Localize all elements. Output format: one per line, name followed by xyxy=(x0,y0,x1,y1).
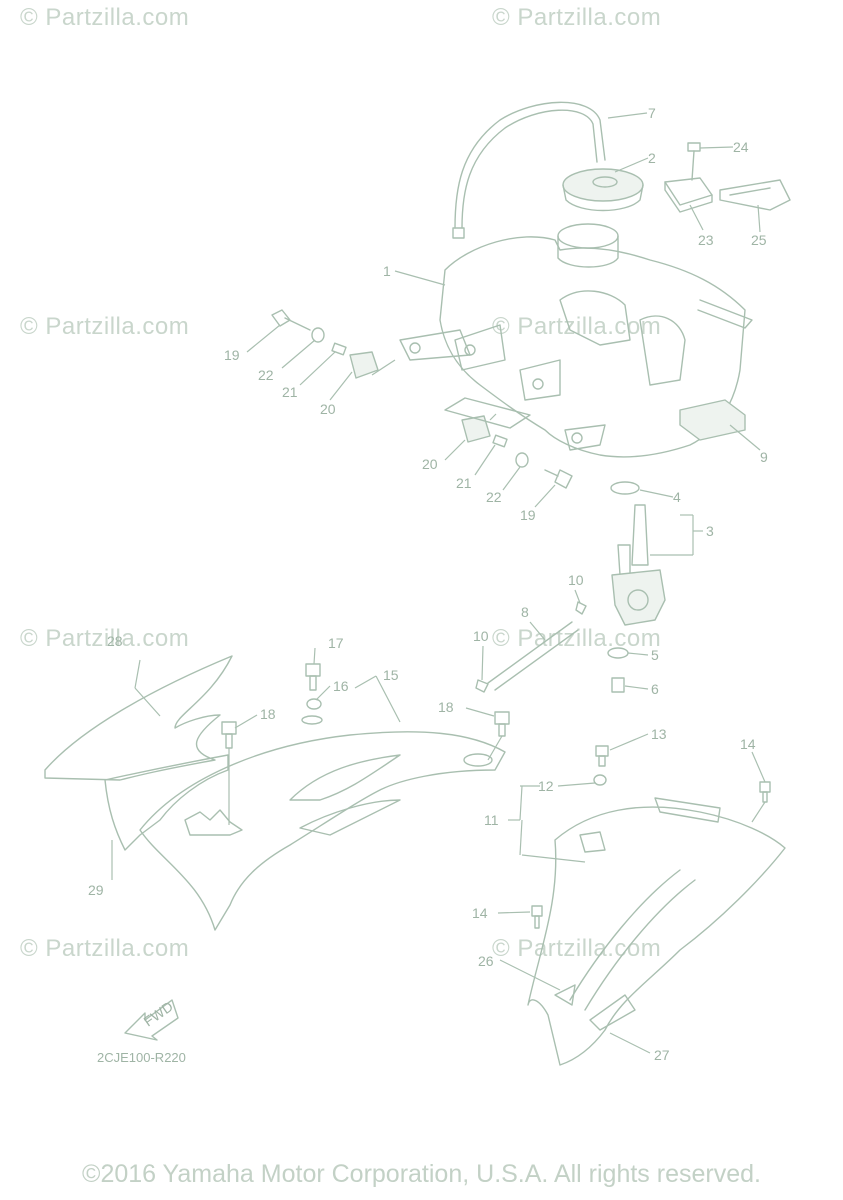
callout-22-lower: 22 xyxy=(486,489,502,505)
watermark-4: © Partzilla.com xyxy=(492,313,662,340)
part-washer-22-upper[interactable] xyxy=(311,327,325,343)
watermark-6: © Partzilla.com xyxy=(492,625,662,652)
part-bracket-23[interactable] xyxy=(664,177,713,213)
callout-20-upper: 20 xyxy=(320,401,336,417)
callout-15: 15 xyxy=(383,667,399,683)
part-collar-21-upper[interactable] xyxy=(331,342,347,356)
part-collar-12[interactable] xyxy=(593,774,607,786)
callout-3: 3 xyxy=(706,523,714,539)
callout-12: 12 xyxy=(538,778,554,794)
callout-26: 26 xyxy=(478,953,494,969)
callout-19-upper: 19 xyxy=(224,347,240,363)
callout-8: 8 xyxy=(521,604,529,620)
watermark-2: © Partzilla.com xyxy=(492,4,662,31)
part-oring-5[interactable] xyxy=(607,647,629,659)
callout-10-lower: 10 xyxy=(473,628,489,644)
callout-24: 24 xyxy=(733,139,749,155)
part-fuel-cock[interactable] xyxy=(611,504,666,626)
callout-11: 11 xyxy=(484,812,499,828)
part-clip-10-upper[interactable] xyxy=(575,601,587,615)
callout-21-lower: 21 xyxy=(456,475,472,491)
part-collar-21-lower[interactable] xyxy=(492,434,508,448)
callout-7: 7 xyxy=(648,105,656,121)
part-graphic-28[interactable] xyxy=(44,655,233,781)
part-screw-6[interactable] xyxy=(611,677,625,693)
watermark-5: © Partzilla.com xyxy=(20,625,190,652)
callout-9: 9 xyxy=(760,449,768,465)
callout-5: 5 xyxy=(651,647,659,663)
part-bracket-25[interactable] xyxy=(719,179,791,211)
part-clip-10-lower[interactable] xyxy=(475,679,489,693)
callout-27: 27 xyxy=(654,1047,670,1063)
leader-lines xyxy=(111,112,766,1054)
part-fuel-hose[interactable] xyxy=(487,621,579,691)
part-side-cover-11[interactable] xyxy=(527,797,786,1066)
part-damper-20-lower[interactable] xyxy=(461,415,491,443)
part-bracket[interactable] xyxy=(679,399,746,441)
part-bolt-19-upper[interactable] xyxy=(271,309,311,331)
part-damper-20-upper[interactable] xyxy=(349,351,379,379)
part-screw-17[interactable] xyxy=(305,663,321,691)
fwd-arrow-icon: FWD xyxy=(124,998,179,1041)
callout-14-lower: 14 xyxy=(472,905,488,921)
part-graphic-29[interactable] xyxy=(104,754,229,851)
part-rivet-14-lower[interactable] xyxy=(531,905,543,929)
fwd-label: FWD xyxy=(141,998,176,1029)
callout-18-left: 18 xyxy=(260,706,276,722)
part-screw-18-left[interactable] xyxy=(221,721,237,749)
part-bolt-19-lower[interactable] xyxy=(544,469,573,489)
callout-14-upper: 14 xyxy=(740,736,756,752)
callout-13: 13 xyxy=(651,726,667,742)
callout-1: 1 xyxy=(383,263,391,279)
part-screw-24[interactable] xyxy=(687,142,701,181)
callout-21-upper: 21 xyxy=(282,384,298,400)
callout-2: 2 xyxy=(648,150,656,166)
part-washer-22-lower[interactable] xyxy=(515,452,529,468)
copyright-notice: ©2016 Yamaha Motor Corporation, U.S.A. A… xyxy=(82,1160,761,1188)
callout-17: 17 xyxy=(328,635,344,651)
callout-19-lower: 19 xyxy=(520,507,536,523)
callout-10-upper: 10 xyxy=(568,572,584,588)
callout-29: 29 xyxy=(88,882,104,898)
part-gasket-4[interactable] xyxy=(610,481,640,495)
callout-16: 16 xyxy=(333,678,349,694)
watermark-1: © Partzilla.com xyxy=(20,4,190,31)
watermark-7: © Partzilla.com xyxy=(20,935,190,962)
watermark-3: © Partzilla.com xyxy=(20,313,190,340)
callout-25: 25 xyxy=(751,232,767,248)
callout-4: 4 xyxy=(673,489,681,505)
callout-28: 28 xyxy=(107,633,123,649)
part-fuel-cap[interactable] xyxy=(562,168,644,212)
part-screw-18-right[interactable] xyxy=(494,711,510,737)
callout-6: 6 xyxy=(651,681,659,697)
part-side-cover-15[interactable] xyxy=(139,715,506,931)
callout-22-upper: 22 xyxy=(258,367,274,383)
part-screw-13[interactable] xyxy=(595,745,609,767)
callout-18-right: 18 xyxy=(438,699,454,715)
part-collar-16[interactable] xyxy=(306,698,322,710)
part-rivet-14-upper[interactable] xyxy=(759,781,771,803)
part-fuel-tank[interactable] xyxy=(399,223,753,458)
watermark-8: © Partzilla.com xyxy=(492,935,662,962)
diagram-code: 2CJE100-R220 xyxy=(97,1050,186,1065)
part-breather-hose[interactable] xyxy=(452,101,606,239)
callout-23: 23 xyxy=(698,232,714,248)
callout-20-lower: 20 xyxy=(422,456,438,472)
